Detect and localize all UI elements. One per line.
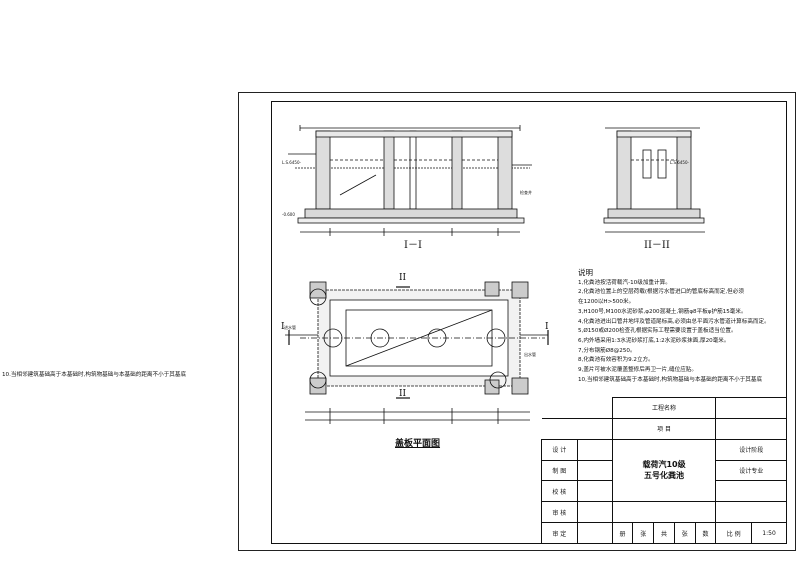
note-item: 1,化粪池按活荷载汽-10级加重计算。 xyxy=(578,279,671,286)
tb-review: 审 核 xyxy=(541,501,578,524)
tb-drawing-name-line2: 五号化粪池 xyxy=(644,471,685,481)
section-2-title: II－II xyxy=(644,240,670,251)
tb-sheet-col: 册 xyxy=(611,522,634,544)
tb-design-stage: 设计阶段 xyxy=(715,438,787,461)
note-item: 10,当相邻建筑基础高于本基础时,构筑物基础与本基础的距离不小于其基底 xyxy=(578,376,763,383)
tb-scale-label: 比 例 xyxy=(715,522,753,544)
section-mark-top: II xyxy=(399,273,407,283)
tb-drafting: 制 图 xyxy=(541,459,578,482)
note-item: 7,分布钢筋Ø8@250。 xyxy=(578,347,636,354)
sheet-outer-frame xyxy=(238,92,796,551)
tb-item: 项 目 xyxy=(611,417,717,440)
label-top-level-left: L.S.6450- xyxy=(282,160,301,165)
tb-sheet-col: 数 xyxy=(694,522,717,544)
tb-design-no: 设计专业 xyxy=(715,459,787,482)
section-mark-right: I xyxy=(545,322,549,332)
section-2-drawing xyxy=(603,127,705,233)
tb-sheet-col: 共 xyxy=(653,522,675,544)
label-manhole: 检查井 xyxy=(520,190,532,195)
section-cut-lines xyxy=(288,286,549,399)
label-outlet-pipe: 出水管 xyxy=(524,352,536,357)
note-item: 5,Ø150或Ø200检查孔根据实际工程需要设置于盖板适当位置。 xyxy=(578,328,737,335)
notes-heading: 说明 xyxy=(578,268,593,277)
tb-drawing-name-line1: 载荷汽10级 xyxy=(642,460,686,470)
cover-plan-drawing xyxy=(285,281,548,424)
tb-approve: 审 定 xyxy=(541,522,578,544)
sheet-inner-frame xyxy=(271,101,787,544)
tb-drawing-name: 载荷汽10级 五号化粪池 xyxy=(611,438,717,503)
section-mark-bottom: II xyxy=(399,389,407,399)
note-item: 8,化粪池有效容积为9.2立方。 xyxy=(578,357,654,364)
notes-block: 说明 1,化粪池按活荷载汽-10级加重计算。 2,化粪池位置上的空层荷载(根据污… xyxy=(578,268,793,385)
tb-scale-value: 1:50 xyxy=(751,522,787,544)
section-1-title: I－I xyxy=(404,240,422,251)
note-item: 6,内外墙采用1:3水泥砂浆打底,1:2水泥砂浆抹面,厚20毫米。 xyxy=(578,337,730,344)
section-mark-left: I xyxy=(281,322,285,332)
stray-note: 10.当相邻建筑基础高于本基础时,构筑物基础与本基础的距离不小于其基底 xyxy=(2,372,187,378)
title-block: 工程名称 项 目 设 计 载荷汽10级 五号化粪池 设计阶段 制 图 设计专业 … xyxy=(541,397,787,544)
note-item: 3,H100号,M100水泥砂浆,φ200混凝土,钢筋φ8平板φ护筋15毫米。 xyxy=(578,308,747,315)
tb-design: 设 计 xyxy=(541,438,578,461)
label-top-level-right: L.S.6450- xyxy=(670,160,689,165)
note-item: 在1200以H>500米。 xyxy=(578,299,635,306)
note-item: 2,化粪池位置上的空层荷载(根据污水管进口的管底标高而定,但必须 xyxy=(578,289,744,296)
label-bottom-level: -0.600 xyxy=(282,212,295,217)
note-item: 9,盖片可被水泥覆盖整修后再卫一片,缝位应贴。 xyxy=(578,367,697,374)
tb-check: 校 核 xyxy=(541,480,578,503)
tb-sheet-col: 张 xyxy=(673,522,696,544)
plan-title: 盖板平面图 xyxy=(395,439,441,449)
section-1-drawing xyxy=(288,125,532,236)
tb-sheet-col: 张 xyxy=(632,522,655,544)
note-item: 4,化粪池进出口管井地坪及管道尾标高,必须由总平面污水管道计算标高而定。 xyxy=(578,318,770,325)
tb-project-name: 工程名称 xyxy=(611,397,717,419)
label-inlet-pipe: 进水管 xyxy=(284,325,296,330)
